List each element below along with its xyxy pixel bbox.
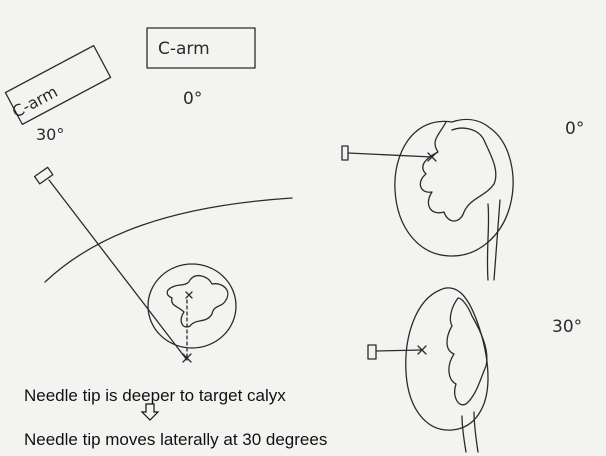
target-calyx-mark [185, 291, 193, 299]
calyx-right-bottom [446, 297, 488, 406]
caption-line-2: Needle tip moves laterally at 30 degrees [24, 430, 328, 449]
needle-left [48, 179, 188, 361]
carm-tilted-box [4, 44, 112, 126]
needle-tip-right-bottom [417, 345, 427, 355]
needle-handle-left [33, 166, 54, 185]
ureter-right-bottom [461, 411, 479, 453]
kidney-right-top [394, 118, 514, 257]
needle-tip-left [182, 353, 192, 363]
calyx-left [166, 274, 229, 328]
calyx-right-top [419, 121, 497, 222]
carm-top-angle: 0° [183, 89, 202, 109]
ureter-right-top [486, 199, 501, 281]
carm-tilted-angle: 30° [36, 125, 64, 144]
needle-right-top [347, 152, 433, 158]
kidney-left [147, 263, 237, 349]
carm-top-box [146, 27, 256, 69]
needle-handle-bottom [367, 344, 377, 360]
carm-top-label: C-arm [158, 39, 210, 59]
carm-tilted-label: C-arm [9, 82, 61, 122]
skin-arc [44, 197, 293, 283]
needle-right-bottom [375, 349, 423, 352]
right-top-angle: 0° [565, 119, 584, 139]
kidney-right-bottom [405, 287, 489, 431]
down-arrow-icon [140, 403, 160, 421]
needle-handle-top [341, 145, 349, 161]
right-bottom-angle: 30° [552, 317, 582, 337]
caption-line-1: Needle tip is deeper to target calyx [24, 386, 286, 405]
